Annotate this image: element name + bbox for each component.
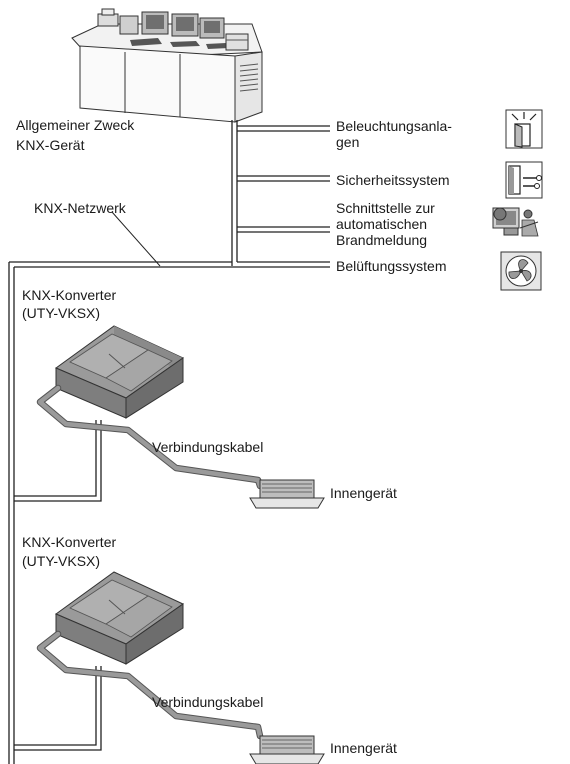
fan-icon <box>500 251 542 291</box>
connection-cable-2 <box>36 630 264 740</box>
knx-converter-box-1 <box>54 325 184 419</box>
fire-label-line2: automatischen <box>336 216 427 232</box>
converter1-label-line1: KNX-Konverter <box>22 287 116 303</box>
security-label: Sicherheitssystem <box>336 172 450 188</box>
lighting-door-icon <box>505 109 543 149</box>
general-device-label-line2: KNX-Gerät <box>16 137 85 153</box>
fire-alarm-people-icon <box>492 207 539 237</box>
control-console-icon <box>71 8 263 123</box>
connection-cable-1 <box>36 384 264 490</box>
ventilation-label: Belüftungssystem <box>336 258 447 274</box>
converter2-label-line2: (UTY-VKSX) <box>22 553 100 569</box>
fire-label-line1: Schnittstelle zur <box>336 200 435 216</box>
knx-converter-box-2 <box>54 571 184 665</box>
general-device-label-line1: Allgemeiner Zweck <box>16 117 135 133</box>
lighting-label-line2: gen <box>336 134 359 150</box>
knx-bus-wiring <box>8 120 330 764</box>
lighting-label-line1: Beleuchtungsanla- <box>336 118 452 134</box>
cassette-indoor-unit-icon-1 <box>249 479 325 509</box>
fire-label-line3: Brandmeldung <box>336 232 427 248</box>
cable1-label: Verbindungskabel <box>152 439 263 455</box>
knx-network-label: KNX-Netzwerk <box>34 200 127 216</box>
indoor-unit2-label: Innengerät <box>330 740 397 756</box>
cable2-label: Verbindungskabel <box>152 694 263 710</box>
indoor-unit1-label: Innengerät <box>330 485 397 501</box>
converter2-label-line1: KNX-Konverter <box>22 534 116 550</box>
door-key-icon <box>505 161 543 199</box>
cassette-indoor-unit-icon-2 <box>249 735 325 764</box>
converter1-label-line2: (UTY-VKSX) <box>22 305 100 321</box>
